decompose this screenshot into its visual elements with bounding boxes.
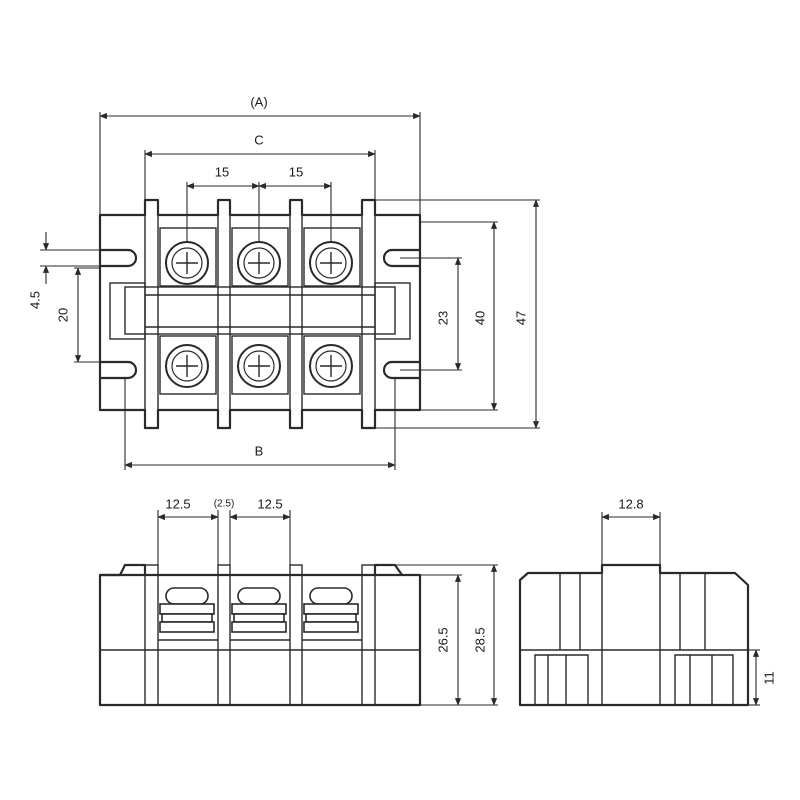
side-view-body (98, 573, 422, 707)
pocket-bottom-3 (303, 335, 361, 395)
side-view: 12.5 (2.5) 12.5 26.5 28.5 (98, 496, 498, 707)
screw-top-3 (309, 241, 353, 285)
right-slot-bottom (382, 360, 420, 380)
dim-total-height: 47 (513, 311, 528, 325)
left-slot-top (100, 248, 138, 268)
side-screw-3 (303, 587, 359, 633)
dim-inner-height: 23 (435, 311, 450, 325)
dim-side-height-2: 28.5 (472, 627, 487, 652)
left-slot-bottom (100, 360, 138, 380)
screw-top-2 (237, 241, 281, 285)
dim-pitch-span: C (254, 132, 263, 147)
dim-mount-span: B (255, 443, 264, 458)
end-view: 12.8 11 (518, 496, 776, 707)
barrier-3 (289, 199, 303, 429)
dim-slot-offset: 4.5 (27, 291, 42, 309)
screw-bottom-1 (165, 344, 209, 388)
dim-body-height: 40 (472, 311, 487, 325)
pocket-top-1 (159, 227, 217, 287)
top-view: (A) C 15 15 B 4.5 20 23 (27, 94, 540, 470)
dim-end-height: 11 (761, 671, 776, 685)
pocket-top-3 (303, 227, 361, 287)
dim-barrier-pitch-1: 12.5 (165, 496, 190, 511)
end-view-body (518, 563, 750, 707)
side-barrier-4 (361, 564, 376, 706)
side-barrier-1 (144, 564, 159, 706)
barrier-4 (361, 199, 376, 429)
dim-overall-width: (A) (250, 94, 267, 109)
dim-end-width: 12.8 (618, 496, 643, 511)
side-barrier-2 (217, 564, 231, 706)
barrier-1 (144, 199, 159, 429)
side-screw-2 (231, 587, 287, 633)
center-bar (124, 286, 396, 335)
dim-side-height-1: 26.5 (435, 627, 450, 652)
side-barrier-3 (289, 564, 303, 706)
pocket-top-2 (231, 227, 289, 287)
dim-barrier-gap: (2.5) (214, 499, 235, 510)
dim-pitch-2: 15 (289, 164, 303, 179)
barrier-2 (217, 199, 231, 429)
left-end-detail (109, 282, 146, 340)
screw-bottom-2 (237, 344, 281, 388)
right-slot-top (382, 248, 420, 268)
side-left-cap (100, 563, 147, 577)
side-screw-1 (159, 587, 215, 633)
dim-slot-span: 20 (55, 308, 70, 322)
dim-barrier-pitch-2: 12.5 (257, 496, 282, 511)
right-end-detail (374, 282, 411, 340)
side-right-cap (373, 563, 403, 576)
screw-bottom-3 (309, 344, 353, 388)
pocket-bottom-2 (231, 335, 289, 395)
pocket-bottom-1 (159, 335, 217, 395)
dim-pitch-1: 15 (215, 164, 229, 179)
screw-top-1 (165, 241, 209, 285)
